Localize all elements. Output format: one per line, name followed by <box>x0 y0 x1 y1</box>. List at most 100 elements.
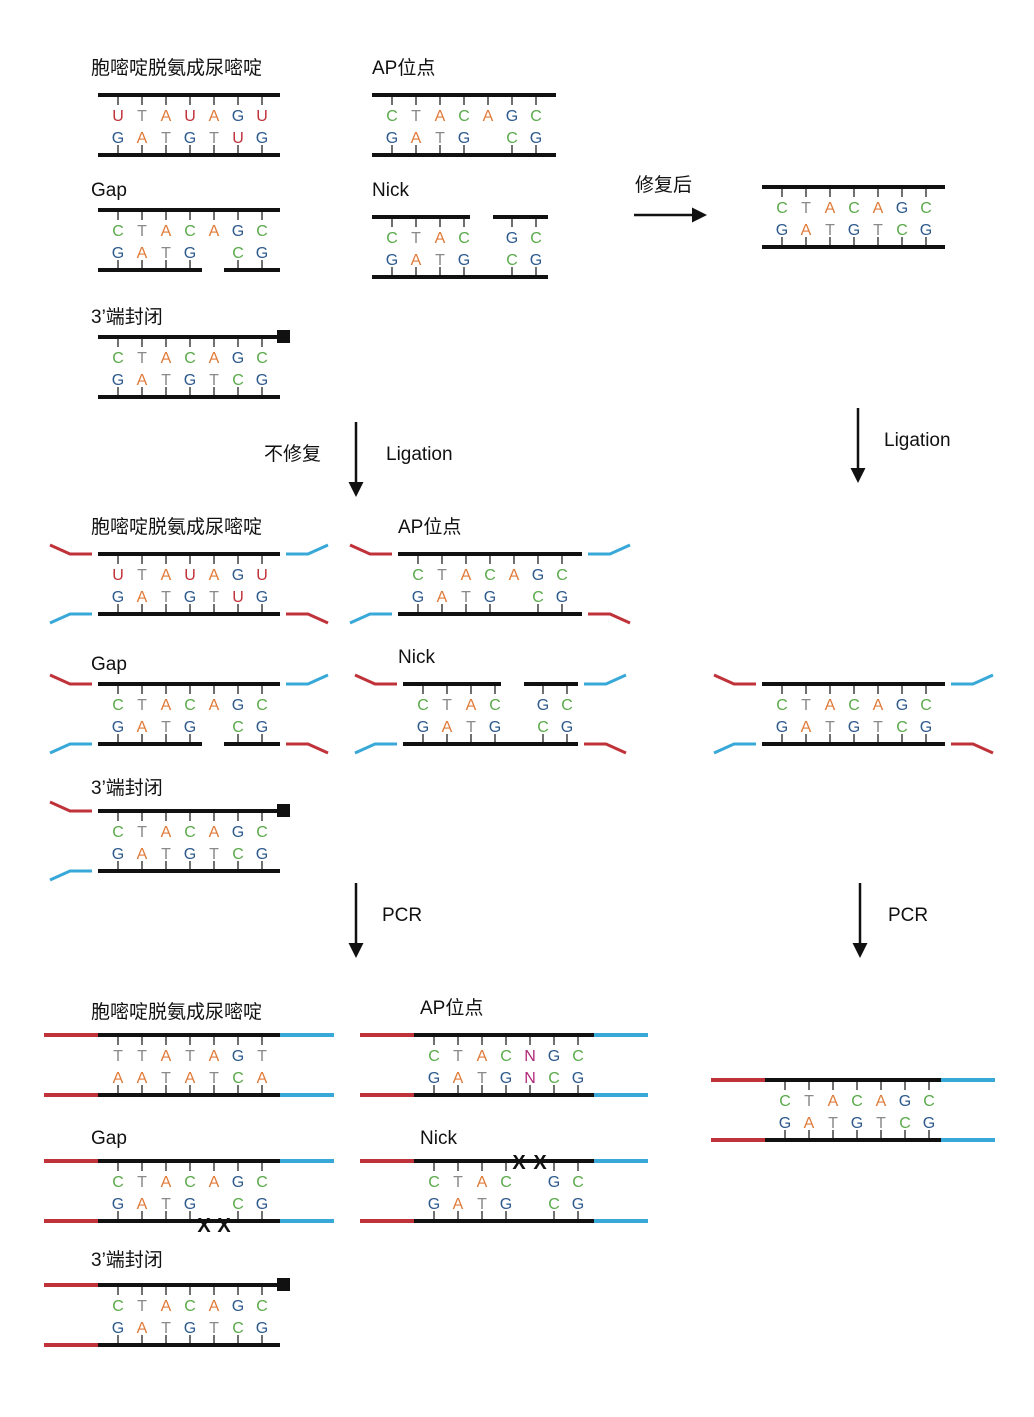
base-T: T <box>825 719 835 736</box>
base-A: A <box>185 1070 196 1087</box>
base-A: A <box>161 350 172 367</box>
base-C: C <box>412 567 424 584</box>
label-nick-2: Nick <box>398 647 435 668</box>
base-G: G <box>256 846 268 863</box>
base-C: C <box>112 1174 124 1191</box>
base-G: G <box>232 697 244 714</box>
label-gap-2: Gap <box>91 654 127 675</box>
base-C: C <box>112 350 124 367</box>
base-N: N <box>524 1070 536 1087</box>
base-T: T <box>453 1174 463 1191</box>
adapter-red <box>49 673 92 686</box>
base-G: G <box>386 130 398 147</box>
base-G: G <box>458 252 470 269</box>
label-ap-1: AP位点 <box>372 57 435 79</box>
base-C: C <box>184 1298 196 1315</box>
base-T: T <box>804 1093 814 1110</box>
adapter-red <box>349 543 392 556</box>
base-A: A <box>113 1070 124 1087</box>
base-A: A <box>209 697 220 714</box>
base-A: A <box>137 589 148 606</box>
base-G: G <box>506 108 518 125</box>
base-A: A <box>876 1093 887 1110</box>
adapter-red <box>584 742 627 755</box>
base-C: C <box>184 1174 196 1191</box>
base-C: C <box>232 1320 244 1337</box>
base-C: C <box>232 719 244 736</box>
base-C: C <box>484 567 496 584</box>
blocked-end <box>277 330 290 343</box>
base-C: C <box>184 350 196 367</box>
base-C: C <box>232 372 244 389</box>
adapter-red <box>49 800 92 813</box>
base-T: T <box>411 230 421 247</box>
base-G: G <box>232 350 244 367</box>
base-G: G <box>184 245 196 262</box>
base-G: G <box>232 1048 244 1065</box>
base-C: C <box>256 1174 268 1191</box>
base-G: G <box>232 1174 244 1191</box>
base-C: C <box>776 697 788 714</box>
base-C: C <box>537 719 549 736</box>
base-C: C <box>896 719 908 736</box>
base-G: G <box>484 589 496 606</box>
base-T: T <box>209 589 219 606</box>
base-A: A <box>161 697 172 714</box>
label-ap-2: AP位点 <box>398 516 461 538</box>
base-C: C <box>899 1115 911 1132</box>
base-C: C <box>458 108 470 125</box>
base-C: C <box>256 350 268 367</box>
base-G: G <box>458 130 470 147</box>
base-A: A <box>804 1115 815 1132</box>
base-T: T <box>161 1320 171 1337</box>
base-T: T <box>801 200 811 217</box>
base-A: A <box>137 1070 148 1087</box>
base-G: G <box>256 1320 268 1337</box>
base-C: C <box>572 1174 584 1191</box>
base-G: G <box>548 1048 560 1065</box>
label-gap-1: Gap <box>91 180 127 201</box>
base-C: C <box>232 1196 244 1213</box>
base-A: A <box>825 697 836 714</box>
base-G: G <box>112 719 124 736</box>
base-T: T <box>453 1048 463 1065</box>
base-A: A <box>483 108 494 125</box>
base-T: T <box>161 1070 171 1087</box>
base-G: G <box>776 719 788 736</box>
base-U: U <box>232 589 244 606</box>
base-G: G <box>500 1196 512 1213</box>
label-nick-1: Nick <box>372 180 409 201</box>
adapter-blue <box>49 612 92 625</box>
base-G: G <box>256 589 268 606</box>
adapter-blue <box>49 869 92 882</box>
adapter-red <box>713 673 756 686</box>
label-pcr-right: PCR <box>888 905 928 926</box>
base-A: A <box>137 372 148 389</box>
base-A: A <box>161 1174 172 1191</box>
base-A: A <box>137 1320 148 1337</box>
base-G: G <box>232 108 244 125</box>
base-G: G <box>184 846 196 863</box>
base-G: G <box>561 719 573 736</box>
base-G: G <box>506 230 518 247</box>
base-A: A <box>161 567 172 584</box>
base-A: A <box>466 697 477 714</box>
break-mark: X <box>217 1215 231 1237</box>
base-A: A <box>137 130 148 147</box>
base-G: G <box>848 222 860 239</box>
base-C: C <box>428 1048 440 1065</box>
label-pcr-left: PCR <box>382 905 422 926</box>
base-A: A <box>161 1048 172 1065</box>
adapter-red <box>49 543 92 556</box>
break-mark: X <box>197 1215 211 1237</box>
base-T: T <box>137 350 147 367</box>
adapter-blue <box>354 742 397 755</box>
base-C: C <box>779 1093 791 1110</box>
base-A: A <box>435 108 446 125</box>
